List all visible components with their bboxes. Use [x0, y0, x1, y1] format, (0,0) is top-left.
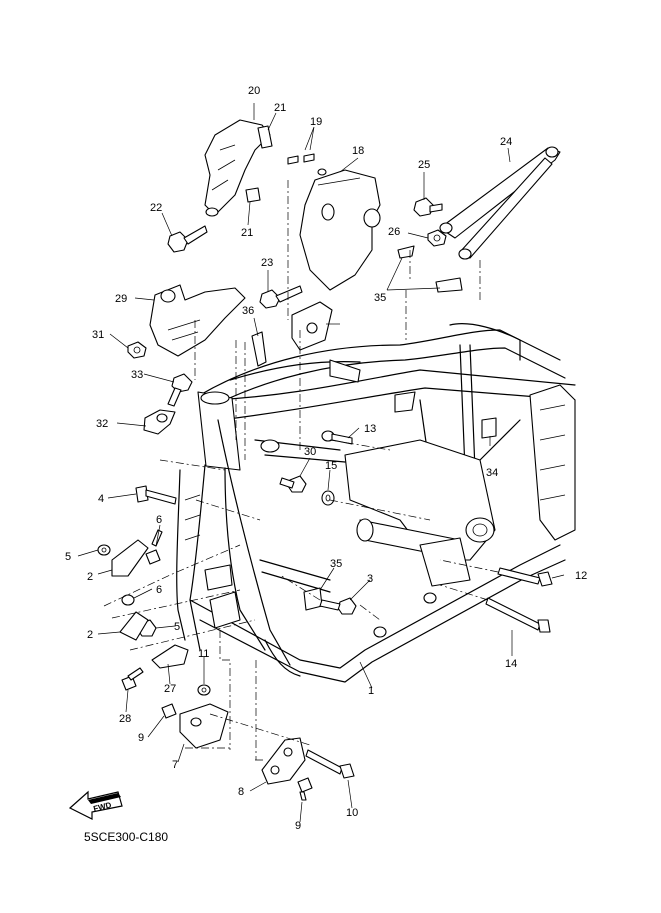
part-19-bolt-tab	[257, 125, 273, 149]
part-34-band	[251, 331, 267, 367]
part-21-bolt-lower	[259, 285, 303, 309]
part-28-bolt	[279, 475, 307, 493]
label-22: 24	[500, 136, 512, 148]
label-10: 10	[346, 807, 358, 819]
label-6a: 6	[156, 514, 162, 526]
part-35-pad-a	[397, 245, 415, 259]
label-25: 27	[164, 683, 176, 695]
part-20-rubber	[245, 187, 261, 203]
label-29: 31	[92, 329, 104, 341]
part-32-bracket	[303, 587, 323, 611]
label-21a: 22	[150, 202, 162, 214]
part-7-plate	[179, 703, 229, 749]
label-30: 32	[96, 418, 108, 430]
part-31-bolt	[167, 373, 193, 407]
fwd-label: FWD	[92, 800, 112, 813]
part-15-washer	[321, 490, 335, 506]
label-2a: 2	[87, 571, 93, 583]
part-10-bolt	[305, 749, 355, 779]
label-8: 8	[238, 786, 244, 798]
part-9-bolt-right	[297, 777, 313, 801]
label-32: 35	[330, 558, 342, 570]
part-5-washer-upper	[97, 544, 111, 556]
label-9b: 9	[295, 820, 301, 832]
part-13-bolt	[321, 430, 353, 445]
part-number-labels: 20 21 19 18 24 25 22 21 26 23 35 29 36 3…	[65, 85, 587, 832]
label-26: 28	[119, 713, 131, 725]
label-27: 29	[115, 293, 127, 305]
label-13: 13	[364, 423, 376, 435]
part-21-bolt-upper	[167, 225, 208, 253]
leader-lines	[77, 103, 565, 823]
label-21b: 23	[261, 257, 273, 269]
label-33: 34	[486, 467, 498, 479]
label-5b: 5	[174, 621, 180, 633]
part-17-clip-a	[287, 155, 299, 165]
part-35-pad-b	[435, 277, 463, 293]
part-8-plate	[261, 737, 306, 785]
part-26-bolt	[121, 667, 144, 691]
label-31: 33	[131, 369, 143, 381]
part-4-bolt	[135, 485, 177, 505]
label-28: 30	[304, 446, 316, 458]
part-2-plate-upper	[111, 539, 149, 577]
part-2-plate-lower	[119, 611, 149, 641]
label-5a: 5	[65, 551, 71, 563]
part-25-bracket	[151, 644, 189, 669]
part-16-side-cover	[299, 168, 381, 291]
label-11: 11	[198, 648, 209, 660]
label-23: 25	[418, 159, 430, 171]
label-12: 12	[575, 570, 587, 582]
label-1: 1	[368, 685, 374, 697]
part-9-bolt-left	[161, 703, 177, 719]
part-11-washer	[197, 684, 211, 696]
diagram-code: 5SCE300-C180	[84, 830, 168, 844]
part-33-plate	[481, 417, 497, 439]
part-14-bolt	[485, 597, 551, 633]
label-9a: 9	[138, 732, 144, 744]
part-29-nut	[127, 341, 147, 359]
label-7: 7	[172, 759, 178, 771]
fwd-arrow-icon: FWD	[68, 790, 123, 820]
part-3-bolt	[319, 597, 357, 615]
part-6-bolt-upper	[145, 529, 163, 565]
main-frame	[176, 323, 576, 683]
label-4: 4	[98, 493, 104, 505]
part-17-clip-b	[303, 153, 315, 163]
part-24-nut	[427, 229, 447, 247]
part-27-holder	[149, 284, 246, 357]
label-2b: 2	[87, 629, 93, 641]
part-6-washer-lower	[121, 594, 135, 606]
label-19: 21	[274, 102, 286, 114]
label-15: 15	[325, 460, 337, 472]
label-17: 19	[310, 116, 322, 128]
label-14: 14	[505, 658, 517, 670]
label-18: 20	[248, 85, 260, 97]
part-22-stay	[439, 146, 561, 260]
label-24: 26	[388, 226, 400, 238]
part-30-clamp	[143, 409, 176, 435]
label-35: 35	[374, 292, 386, 304]
label-16: 18	[352, 145, 364, 157]
part-18-cover-bracket	[204, 119, 271, 217]
label-34: 36	[242, 305, 254, 317]
part-36-bracket	[291, 301, 333, 351]
part-23-bolt	[413, 197, 443, 217]
part-12-bolt	[497, 567, 553, 587]
label-3: 3	[367, 573, 373, 585]
label-6b: 6	[156, 584, 162, 596]
label-20: 21	[241, 227, 253, 239]
